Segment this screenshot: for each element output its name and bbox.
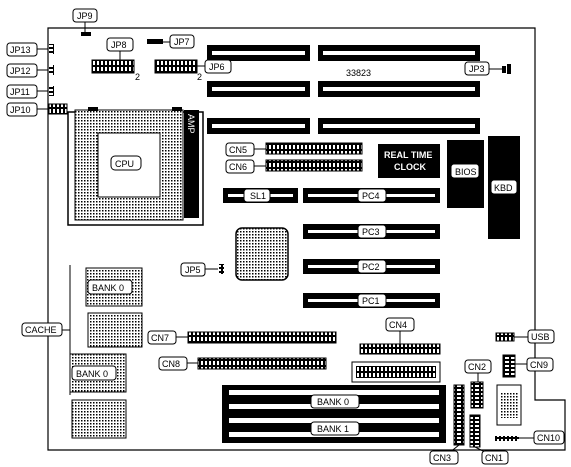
jp7-label: JP7 (169, 34, 195, 49)
chipset (235, 227, 289, 281)
simm-bank-1-label: BANK 1 (317, 424, 349, 434)
jp11-label: JP11 (6, 84, 38, 99)
jp3-label: JP3 (464, 61, 490, 76)
jp9-label: JP9 (72, 8, 98, 23)
cache-chip-lower (71, 399, 127, 439)
svg-text:CN3: CN3 (433, 453, 451, 463)
svg-text:JP13: JP13 (10, 45, 31, 55)
svg-text:BIOS: BIOS (455, 167, 477, 177)
cn6-label: CN6 (225, 159, 255, 174)
pci-slot-pc1: PC1 (303, 293, 440, 308)
board-number: 33823 (346, 68, 371, 78)
svg-text:CN1: CN1 (485, 453, 503, 463)
cpu-label: CPU (110, 155, 142, 171)
cn8-label: CN8 (158, 356, 188, 371)
svg-text:CN8: CN8 (162, 359, 180, 369)
svg-text:JP10: JP10 (10, 105, 31, 115)
svg-text:PC2: PC2 (362, 262, 380, 272)
usb-label: USB (527, 329, 555, 344)
svg-text:JP8: JP8 (111, 40, 127, 50)
sl1-slot: SL1 (223, 188, 298, 203)
amp-label: AMP (186, 114, 196, 134)
cache-label: CACHE (21, 322, 63, 337)
simm-sockets: BANK 0 BANK 1 (222, 385, 446, 443)
svg-text:CN6: CN6 (229, 162, 247, 172)
pci-slot-pc4: PC4 (303, 188, 440, 203)
cn10-label: CN10 (533, 430, 565, 445)
svg-text:KBD: KBD (494, 183, 513, 193)
svg-text:CN5: CN5 (229, 145, 247, 155)
svg-text:JP3: JP3 (469, 64, 485, 74)
isa-slots-left (207, 45, 310, 134)
svg-text:PC4: PC4 (362, 191, 380, 201)
simm-bank-0-label: BANK 0 (317, 397, 349, 407)
svg-text:USB: USB (531, 332, 550, 342)
svg-text:PC1: PC1 (362, 296, 380, 306)
svg-text:JP5: JP5 (185, 265, 201, 275)
svg-text:CN4: CN4 (389, 320, 407, 330)
jp5-label: JP5 (180, 262, 206, 277)
cn2-label: CN2 (464, 359, 492, 374)
jp8-label: JP8 (106, 37, 134, 52)
jp10-label: JP10 (6, 102, 38, 117)
cache-bank-0-lower: BANK 0 (69, 353, 127, 393)
svg-text:JP6: JP6 (209, 62, 225, 72)
cn5-label: CN5 (225, 142, 255, 157)
svg-text:JP11: JP11 (10, 87, 30, 97)
cpu-socket: AMP (67, 107, 204, 226)
svg-text:CN2: CN2 (468, 362, 486, 372)
svg-text:CN9: CN9 (530, 360, 548, 370)
svg-text:SL1: SL1 (250, 191, 266, 201)
jp8-pin2: 2 (135, 72, 140, 82)
svg-text:CACHE: CACHE (25, 325, 57, 335)
cn4-label: CN4 (385, 317, 415, 332)
cn3-label: CN3 (429, 450, 459, 465)
pci-slot-pc3: PC3 (303, 224, 440, 239)
isa-slots-right (318, 45, 480, 134)
jp13-label: JP13 (6, 42, 38, 57)
svg-text:BANK 0: BANK 0 (92, 283, 124, 293)
pci-slot-pc2: PC2 (303, 259, 440, 274)
svg-text:CPU: CPU (115, 159, 134, 169)
cn9-label: CN9 (526, 357, 554, 372)
jp6-pin2: 2 (197, 72, 202, 82)
svg-text:PC3: PC3 (362, 227, 380, 237)
svg-text:CN10: CN10 (537, 433, 560, 443)
cache-bank-0-upper: BANK 0 (85, 267, 143, 307)
bios-chip: BIOS (447, 140, 484, 208)
jp6-label: JP6 (204, 59, 232, 74)
cn7-label: CN7 (147, 330, 177, 345)
svg-text:CN7: CN7 (151, 333, 169, 343)
jp12-label: JP12 (6, 63, 38, 78)
cache-chip-upper (87, 312, 143, 348)
svg-text:JP7: JP7 (174, 37, 190, 47)
cn1-label: CN1 (481, 450, 509, 465)
svg-text:JP12: JP12 (10, 66, 31, 76)
svg-text:CLOCK: CLOCK (394, 162, 426, 172)
svg-text:BANK 0: BANK 0 (76, 369, 108, 379)
kbd-chip: KBD (488, 136, 520, 239)
svg-text:JP9: JP9 (77, 11, 93, 21)
real-time-clock: REAL TIME CLOCK (378, 144, 440, 178)
svg-text:REAL TIME: REAL TIME (384, 150, 432, 160)
